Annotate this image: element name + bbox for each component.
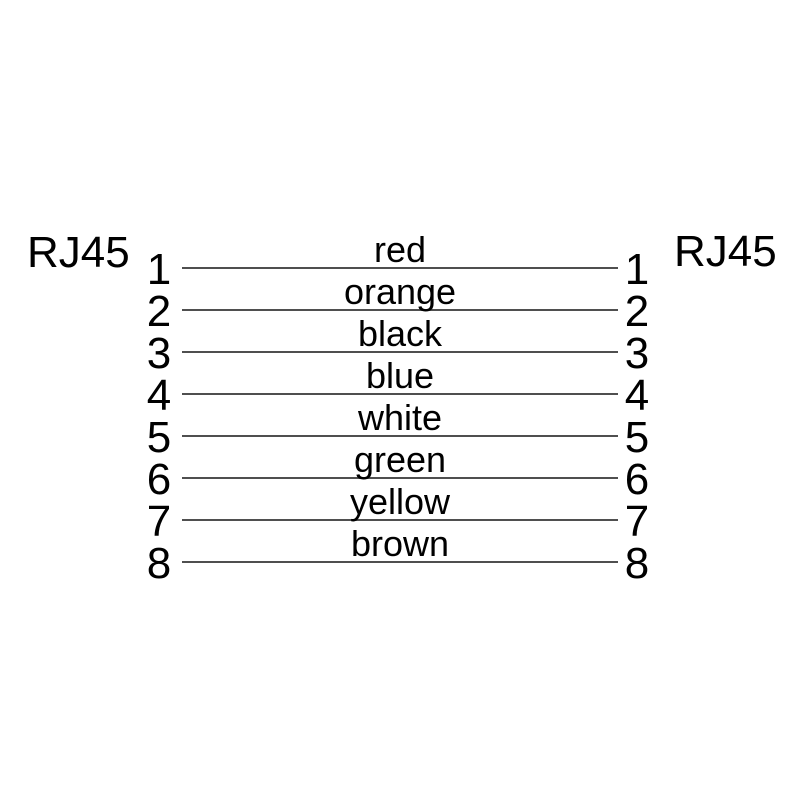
- wire-color-label: white: [357, 397, 443, 438]
- wire-color-label: yellow: [349, 481, 451, 522]
- wire-line: [182, 351, 618, 353]
- wire-color-label: brown: [350, 523, 450, 564]
- wire-color-label: green: [353, 439, 447, 480]
- wire-color-label: blue: [365, 355, 435, 396]
- pin-number-left: 5: [146, 413, 172, 462]
- wire-line: [182, 519, 618, 521]
- pin-number-left: 7: [146, 497, 172, 546]
- wire-color-label: red: [373, 229, 427, 270]
- pin-number-right: 3: [624, 329, 650, 378]
- wire-line: [182, 561, 618, 563]
- wire-line: [182, 393, 618, 395]
- wire-line: [182, 435, 618, 437]
- pin-number-left: 3: [146, 329, 172, 378]
- wire-color-label: orange: [343, 271, 457, 312]
- pin-number-right: 7: [624, 497, 650, 546]
- left-connector-label: RJ45: [27, 228, 130, 277]
- pin-number-right: 1: [624, 245, 650, 294]
- pin-number-right: 2: [624, 287, 650, 336]
- pin-number-left: 6: [146, 455, 172, 504]
- wire-line: [182, 309, 618, 311]
- pin-number-right: 4: [624, 371, 650, 420]
- pin-number-left: 8: [146, 539, 172, 588]
- wire-line: [182, 267, 618, 269]
- wire-color-label: black: [357, 313, 443, 354]
- pin-number-left: 4: [146, 371, 172, 420]
- right-connector-label: RJ45: [674, 227, 777, 276]
- wire-line: [182, 477, 618, 479]
- pin-number-right: 6: [624, 455, 650, 504]
- pin-number-right: 8: [624, 539, 650, 588]
- pin-number-left: 1: [146, 245, 172, 294]
- pin-number-left: 2: [146, 287, 172, 336]
- pin-number-right: 5: [624, 413, 650, 462]
